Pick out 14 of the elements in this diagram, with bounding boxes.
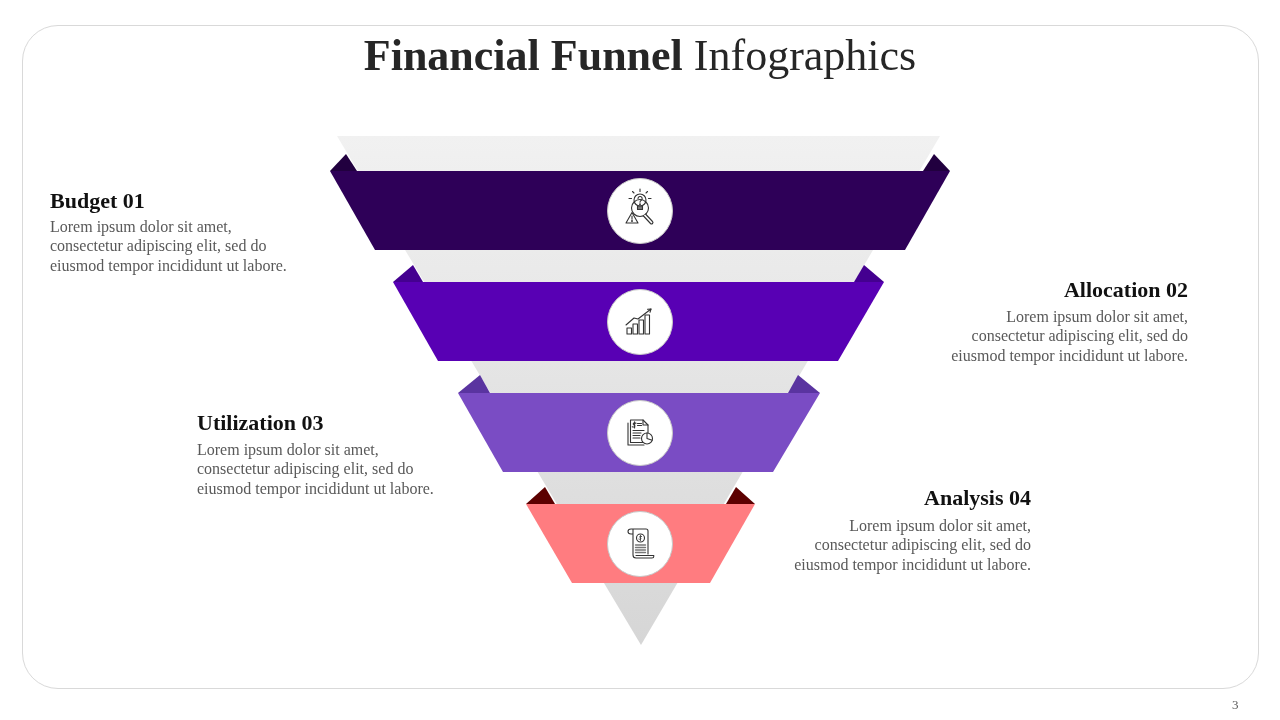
funnel-band — [393, 265, 884, 361]
stage-description: Lorem ipsum dolor sit amet, consectetur adipiscing elit, sed do eiusmod tempor incididunt ut labore. — [50, 217, 288, 276]
slide-title: Financial Funnel Infographics — [363, 30, 917, 82]
funnel-band — [526, 487, 755, 583]
stage-description: Lorem ipsum dolor sit amet, consectetur adipiscing elit, sed do eiusmod tempor incididunt ut labore. — [793, 516, 1031, 575]
funnel-band — [458, 375, 820, 472]
stage-description: Lorem ipsum dolor sit amet, consectetur adipiscing elit, sed do eiusmod tempor incididunt ut labore. — [950, 307, 1188, 366]
page-number: 3 — [1232, 697, 1239, 713]
stage-heading: Utilization 03 — [197, 410, 324, 436]
stage-heading: Budget 01 — [50, 188, 145, 214]
funnel-band — [330, 154, 950, 250]
stage-description: Lorem ipsum dolor sit amet, consectetur adipiscing elit, sed do eiusmod tempor incididunt ut labore. — [197, 440, 435, 499]
stage-heading: Allocation 02 — [1063, 277, 1188, 303]
stage-heading: Analysis 04 — [924, 485, 1031, 511]
